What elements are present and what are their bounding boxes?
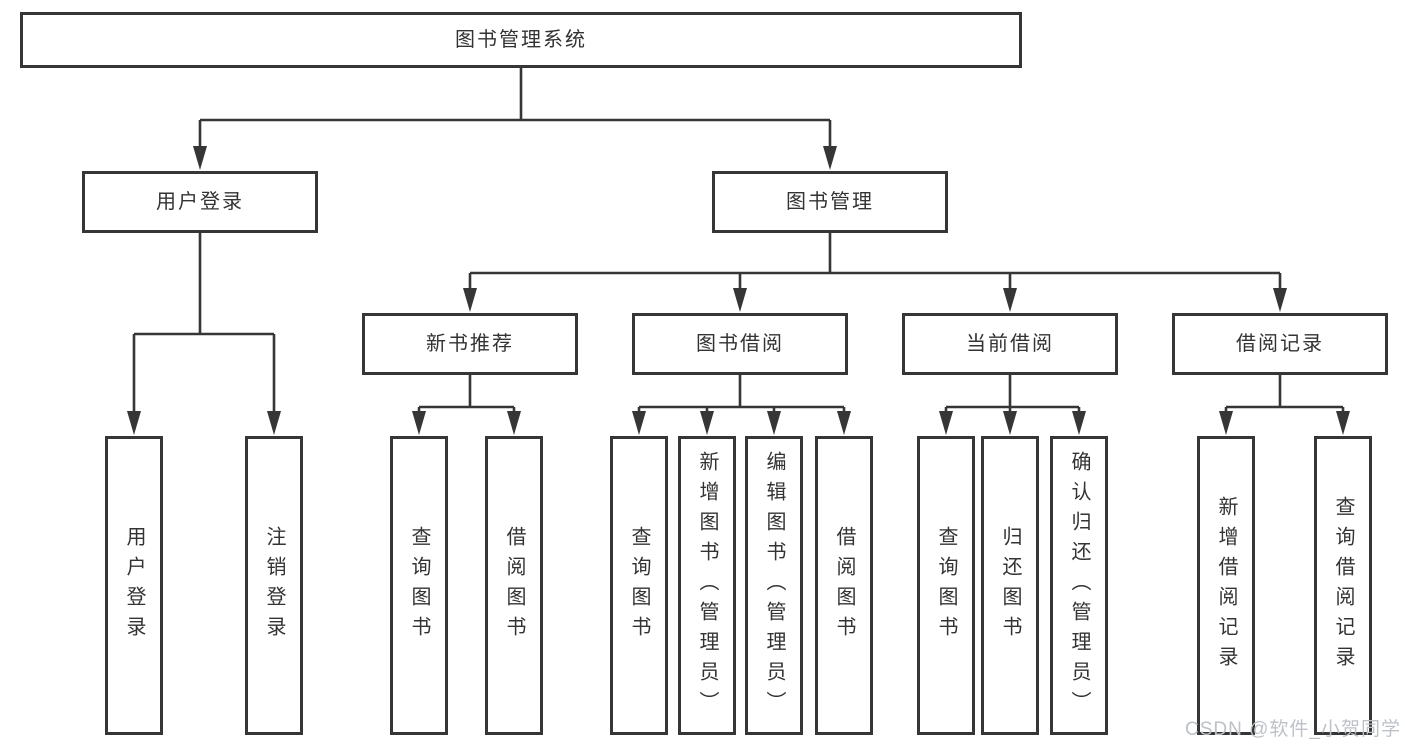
node-user-login: 用户登录 (82, 171, 318, 233)
leaf-add-borrow-record: 新增借阅记录 (1197, 436, 1255, 735)
leaf-query-borrow-record: 查询借阅记录 (1314, 436, 1372, 735)
node-new-book-recommendation: 新书推荐 (362, 313, 578, 375)
leaf-edit-books-admin: 编辑图书（管理员） (745, 436, 803, 735)
node-current-borrowing: 当前借阅 (902, 313, 1118, 375)
leaf-add-books-admin: 新增图书（管理员） (678, 436, 736, 735)
leaf-return-books: 归还图书 (981, 436, 1039, 735)
node-book-borrowing: 图书借阅 (632, 313, 848, 375)
leaf-query-books-borrow: 查询图书 (610, 436, 668, 735)
leaf-query-books-recommend: 查询图书 (390, 436, 448, 735)
leaf-query-books-current: 查询图书 (917, 436, 975, 735)
leaf-borrow-books-recommend: 借阅图书 (485, 436, 543, 735)
leaf-user-login: 用户登录 (105, 436, 163, 735)
leaf-logout: 注销登录 (245, 436, 303, 735)
leaf-confirm-return-admin: 确认归还（管理员） (1050, 436, 1108, 735)
leaf-borrow-books: 借阅图书 (815, 436, 873, 735)
node-borrowing-records: 借阅记录 (1172, 313, 1388, 375)
watermark: CSDN @软件_小贺同学 (1185, 719, 1401, 740)
node-library-management-system: 图书管理系统 (20, 12, 1022, 68)
node-book-management: 图书管理 (712, 171, 948, 233)
